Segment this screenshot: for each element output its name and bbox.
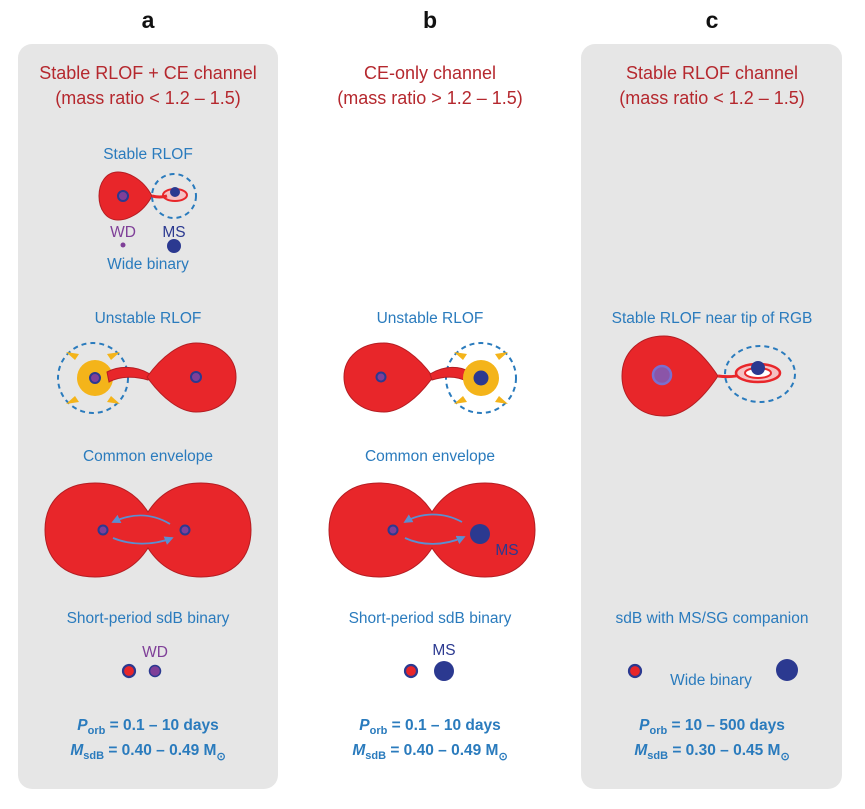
panel-a-ms-label: MS bbox=[162, 224, 185, 241]
outflow-arrow bbox=[495, 396, 508, 404]
outflow-arrow bbox=[66, 352, 79, 360]
panel-a-orbital-period: Porb = 0.1 – 10 days bbox=[77, 717, 218, 737]
panel-c-sdb-mass: MsdB = 0.30 – 0.45 M⊙ bbox=[634, 742, 789, 763]
panel-c: Stable RLOF channel (mass ratio < 1.2 – … bbox=[612, 63, 813, 763]
orbit-arrow bbox=[112, 536, 174, 545]
outflow-arrow bbox=[107, 352, 120, 360]
panel-a: Stable RLOF + CE channel (mass ratio < 1… bbox=[39, 63, 257, 763]
panel-a-title-line1: Stable RLOF + CE channel bbox=[39, 63, 257, 83]
panel-b-stage4-label: Short-period sdB binary bbox=[349, 610, 512, 627]
donor-core bbox=[117, 190, 129, 202]
panel-a-stage1-label: Stable RLOF bbox=[103, 146, 193, 163]
white-dwarf-dot bbox=[120, 242, 126, 248]
white-dwarf-companion bbox=[148, 664, 162, 678]
panel-b-orbital-period: Porb = 0.1 – 10 days bbox=[359, 717, 500, 737]
outflow-arrow bbox=[454, 396, 467, 404]
panel-c-stage4-label: sdB with MS/SG companion bbox=[616, 610, 809, 627]
core-dot bbox=[179, 524, 191, 536]
main-sequence-dot bbox=[167, 239, 181, 253]
panel-b-title-line2: (mass ratio > 1.2 – 1.5) bbox=[337, 88, 523, 108]
orbit-arrow bbox=[404, 535, 466, 545]
panel-c-wide-binary-label: Wide binary bbox=[670, 672, 752, 689]
sdb-star bbox=[627, 663, 643, 679]
panel-c-stage2-label: Stable RLOF near tip of RGB bbox=[612, 310, 813, 327]
outflow-arrow bbox=[495, 352, 508, 360]
outflow-arrow bbox=[454, 352, 467, 360]
panel-a-wd-label: WD bbox=[110, 224, 136, 241]
panel-b-stage3-label: Common envelope bbox=[365, 448, 495, 465]
main-sequence-companion bbox=[434, 661, 454, 681]
panel-a-title-line2: (mass ratio < 1.2 – 1.5) bbox=[55, 88, 241, 108]
accretor-star bbox=[751, 361, 765, 375]
panel-a-stage2-label: Unstable RLOF bbox=[95, 310, 202, 327]
orbit-arrow bbox=[111, 514, 171, 525]
envelope-ms-label: MS bbox=[495, 542, 518, 559]
panel-a-sdb-mass: MsdB = 0.40 – 0.49 M⊙ bbox=[70, 742, 225, 763]
panel-c-title-line2: (mass ratio < 1.2 – 1.5) bbox=[619, 88, 805, 108]
donor-core bbox=[190, 371, 202, 383]
panel-a-background bbox=[18, 44, 278, 789]
core-dot bbox=[97, 524, 109, 536]
outflow-arrow bbox=[66, 396, 79, 404]
panel-c-stable-rlof-illustration bbox=[621, 335, 796, 417]
core-dot bbox=[387, 524, 399, 536]
roche-lobe-dashed bbox=[724, 345, 796, 403]
donor-core bbox=[651, 364, 673, 386]
main-sequence-companion bbox=[776, 659, 798, 681]
panel-b-title-line1: CE-only channel bbox=[364, 63, 496, 83]
accretor-core bbox=[473, 370, 489, 386]
outflow-arrow bbox=[107, 396, 120, 404]
panel-letter-c: c bbox=[706, 7, 719, 33]
donor-star-lobe bbox=[343, 342, 434, 413]
panel-a-unstable-rlof-illustration bbox=[57, 342, 237, 414]
accretor-star bbox=[170, 187, 180, 197]
common-envelope bbox=[328, 482, 536, 578]
panel-b-common-envelope-illustration: MS bbox=[328, 482, 536, 578]
ms-star bbox=[470, 524, 490, 544]
panel-a-wide-binary-label: Wide binary bbox=[107, 256, 189, 273]
panel-b-companion-label: MS bbox=[432, 642, 455, 659]
sdb-star bbox=[403, 663, 419, 679]
panel-b: CE-only channel (mass ratio > 1.2 – 1.5)… bbox=[328, 63, 536, 763]
panel-a-companion-label: WD bbox=[142, 644, 168, 661]
panel-letter-b: b bbox=[423, 7, 437, 33]
sdb-star bbox=[121, 663, 137, 679]
panel-a-common-envelope-illustration bbox=[44, 482, 252, 578]
accretor-core bbox=[89, 372, 101, 384]
roche-lobe-dashed bbox=[151, 173, 197, 219]
mass-transfer-stream bbox=[151, 194, 168, 199]
panel-a-stage4-label: Short-period sdB binary bbox=[67, 610, 230, 627]
roche-lobe-dashed bbox=[57, 342, 129, 414]
panel-b-stage2-label: Unstable RLOF bbox=[377, 310, 484, 327]
panel-c-title-line1: Stable RLOF channel bbox=[626, 63, 798, 83]
panel-b-unstable-rlof-illustration bbox=[343, 342, 517, 414]
panel-c-orbital-period: Porb = 10 – 500 days bbox=[639, 717, 785, 737]
panel-a-stable-rlof-illustration bbox=[98, 171, 197, 221]
panel-c-background bbox=[581, 44, 842, 789]
orbit-arrow bbox=[403, 513, 463, 523]
mass-transfer-stream bbox=[106, 366, 151, 383]
panel-b-sdb-mass: MsdB = 0.40 – 0.49 M⊙ bbox=[352, 742, 507, 763]
roche-lobe-dashed bbox=[445, 342, 517, 414]
donor-core bbox=[375, 371, 387, 383]
panel-a-stage3-label: Common envelope bbox=[83, 448, 213, 465]
common-envelope bbox=[44, 482, 252, 578]
panel-letter-a: a bbox=[142, 7, 155, 33]
